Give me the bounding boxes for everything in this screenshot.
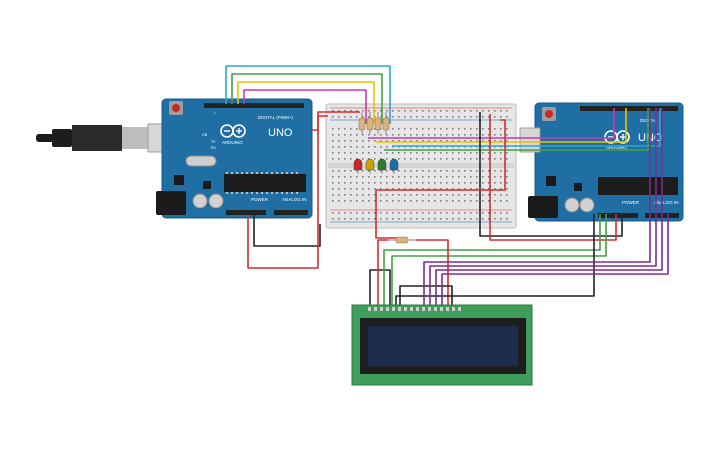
arduino-left-brand: UNO — [268, 127, 293, 139]
arduino-right-capacitor-1 — [564, 197, 580, 213]
arduino-right-atmega-chip — [598, 177, 678, 195]
lcd-header-pins[interactable] — [368, 307, 461, 311]
breadboard-holes-bottom-rail — [332, 212, 510, 220]
arduino-right-power-header[interactable] — [598, 213, 638, 218]
breadboard-center-channel — [328, 163, 514, 168]
resistor-icon[interactable] — [382, 112, 390, 134]
resistor-icon[interactable] — [374, 112, 382, 134]
led-icon[interactable] — [377, 158, 387, 174]
wire-yellow-top[interactable] — [237, 81, 375, 124]
arduino-left-digital-header[interactable] — [204, 103, 304, 108]
arduino-right-power-label: POWER — [622, 200, 640, 205]
arduino-logo-icon — [604, 130, 630, 144]
arduino-right-capacitor-2 — [579, 197, 595, 213]
wire-green-top[interactable] — [231, 73, 383, 124]
resistor-icon[interactable] — [388, 236, 416, 244]
arduino-left-power-header[interactable] — [226, 210, 266, 215]
wires[interactable] — [225, 65, 669, 305]
wire-red-lcd-resistor[interactable] — [377, 239, 388, 305]
arduino-left[interactable]: DIGITAL (PWM~) ARDUINO UNO TX RX L ON — [156, 98, 313, 219]
usb-plug-icon — [52, 129, 72, 147]
led-icon[interactable] — [365, 158, 375, 174]
wire-green-lcd-2[interactable] — [391, 214, 607, 305]
arduino-logo-icon — [220, 124, 246, 138]
wire-black-left-gnd[interactable] — [253, 215, 321, 247]
wire-purple-lcd-3[interactable] — [435, 214, 663, 305]
arduino-right[interactable]: DIGITAL ARDUINO UNO POWER ANALOG IN — [519, 102, 684, 222]
arduino-left-atmega-chip — [224, 174, 306, 192]
arduino-left-capacitor-1 — [192, 193, 208, 209]
arduino-left-capacitor-2 — [208, 193, 224, 209]
resistor-icon[interactable] — [366, 112, 374, 134]
arduino-right-power-jack — [528, 196, 558, 218]
lcd-screen — [368, 326, 518, 366]
arduino-left-regulator — [174, 175, 184, 185]
led-icon[interactable] — [389, 158, 399, 174]
arduino-left-power-label: POWER — [251, 197, 269, 202]
arduino-left-chip-pins — [226, 172, 298, 194]
led-icon[interactable] — [353, 158, 363, 174]
wire-black-lcd-3[interactable] — [395, 214, 595, 305]
arduino-right-maker: ARDUINO — [606, 145, 627, 150]
arduino-right-usb-port — [519, 127, 541, 153]
resistor-icon[interactable] — [358, 112, 366, 134]
breadboard-holes-bottom — [332, 170, 510, 204]
wire-blue-top[interactable] — [225, 65, 391, 124]
arduino-left-tx-label: TX — [211, 140, 216, 144]
arduino-right-digital-header[interactable] — [580, 106, 678, 111]
wire-magenta-top[interactable] — [243, 89, 367, 124]
reset-button-icon[interactable] — [545, 110, 553, 118]
lcd-display[interactable] — [351, 304, 533, 386]
wire-green-right[interactable] — [384, 108, 649, 151]
wire-red-lcd-2[interactable] — [416, 239, 449, 305]
wire-purple-lcd-1[interactable] — [423, 214, 651, 305]
wire-black-right-gnd[interactable] — [479, 112, 623, 237]
wire-red-left-5v[interactable] — [247, 115, 328, 269]
wire-blue-right[interactable] — [392, 108, 661, 147]
wire-red-breadboard-lcd[interactable] — [375, 119, 506, 239]
usb-cable-end — [36, 134, 54, 142]
arduino-left-analog-label: ANALOG IN — [282, 197, 307, 202]
arduino-left-on-label: ON — [202, 133, 208, 137]
arduino-right-small-chip — [574, 183, 582, 191]
wire-red-right-5v[interactable] — [489, 114, 617, 241]
usb-plug-body — [72, 125, 122, 151]
breadboard-resistors[interactable] — [358, 112, 416, 244]
reset-button-icon[interactable] — [172, 104, 180, 112]
arduino-right-analog-label: ANALOG IN — [654, 200, 679, 205]
breadboard-holes-top — [332, 126, 510, 160]
arduino-left-power-jack — [156, 191, 186, 215]
arduino-left-maker: ARDUINO — [222, 140, 243, 145]
wire-purple-lcd-4[interactable] — [441, 214, 669, 305]
arduino-left-rx-label: RX — [211, 146, 217, 150]
wire-black-lcd-1[interactable] — [369, 269, 391, 305]
wire-green-lcd-1[interactable] — [383, 214, 601, 305]
wire-magenta-right[interactable] — [368, 108, 615, 139]
arduino-left-analog-header[interactable] — [274, 210, 308, 215]
arduino-left-small-chip — [203, 181, 211, 189]
arduino-left-l-label: L — [214, 111, 216, 115]
wire-purple-lcd-2[interactable] — [429, 214, 657, 305]
arduino-left-crystal — [185, 155, 217, 167]
wire-yellow-right[interactable] — [376, 108, 627, 143]
breadboard-holes-top-rail — [332, 110, 510, 118]
arduino-right-regulator — [546, 176, 556, 186]
arduino-left-digital-label: DIGITAL (PWM~) — [258, 115, 293, 120]
leds[interactable] — [353, 158, 399, 174]
usb-cable[interactable] — [36, 123, 173, 153]
usb-plug-connector — [122, 127, 148, 149]
arduino-right-digital-label: DIGITAL — [640, 118, 658, 123]
